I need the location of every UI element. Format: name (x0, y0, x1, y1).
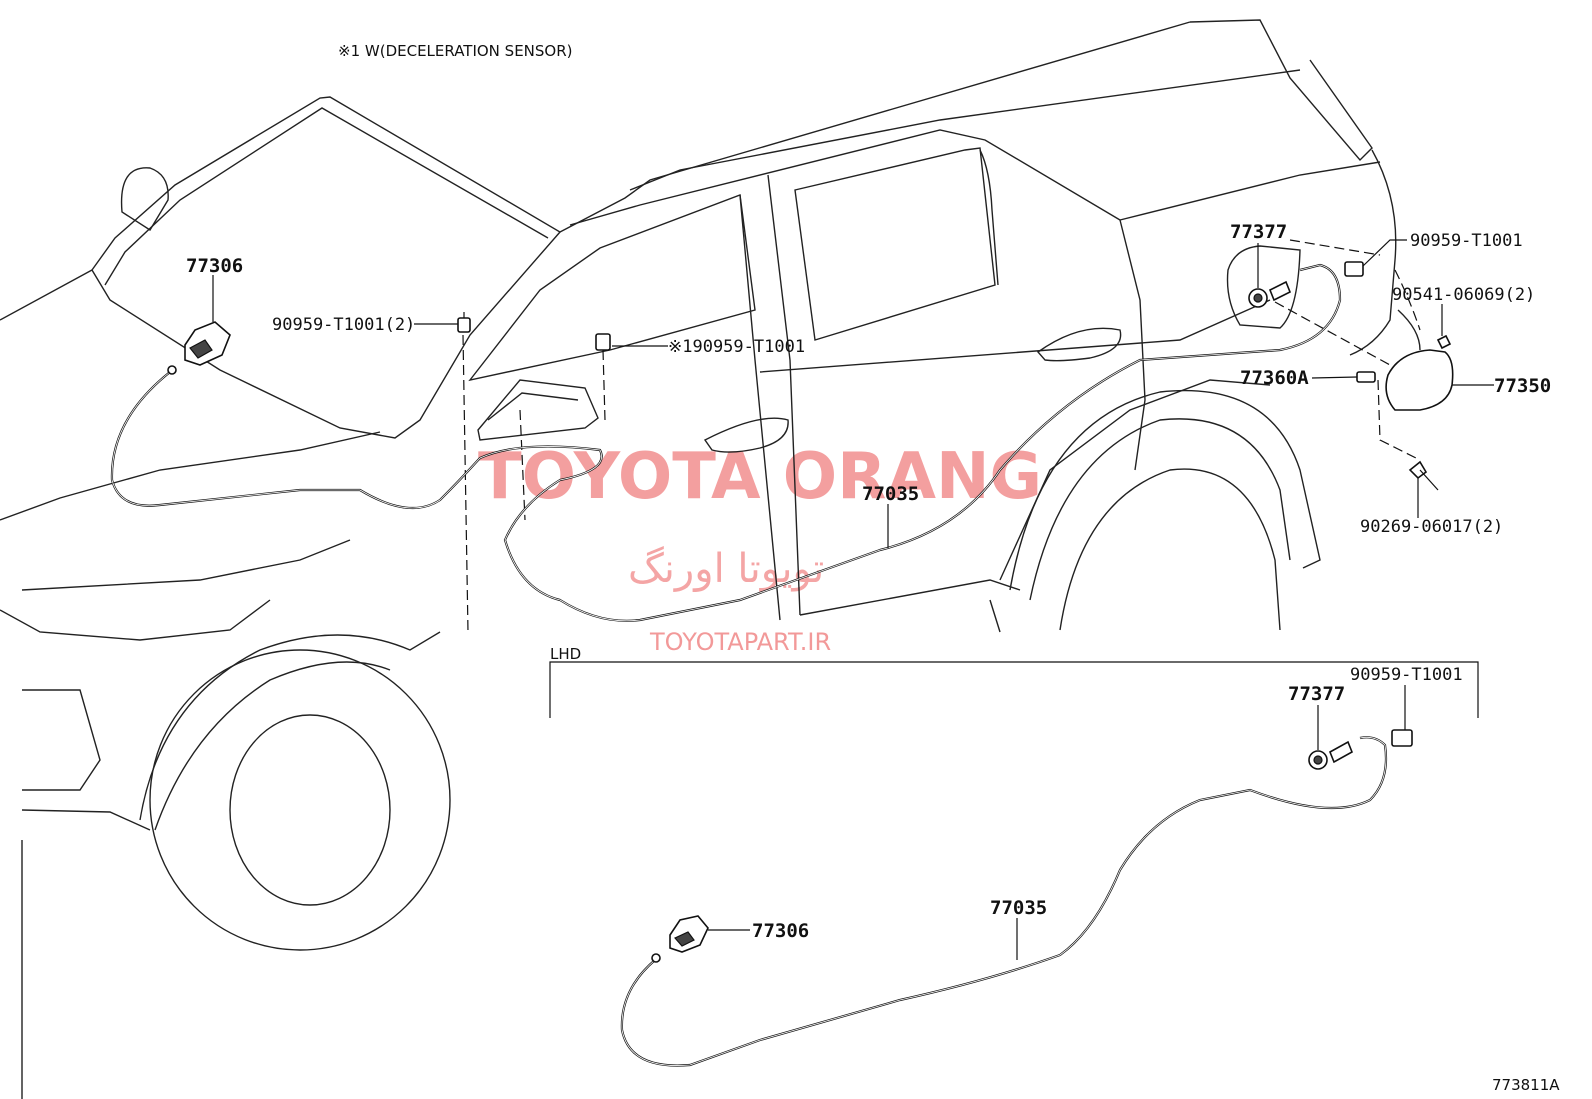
label-77306-lhd: 77306 (752, 920, 809, 942)
label-90959-t1001-lhd: 90959-T1001 (1350, 665, 1463, 685)
diagram-code: 773811A (1492, 1076, 1560, 1094)
part-clip-90959-lhd[interactable] (1391, 729, 1413, 747)
leader-lines-upper (212, 239, 1494, 548)
label-77360a: 77360A (1240, 367, 1309, 389)
section-label-lhd: LHD (550, 645, 581, 663)
watermark-persian: تویوتا اورنگ (628, 546, 824, 592)
part-77377-lhd[interactable] (1308, 740, 1354, 770)
leader-lines-lower (708, 685, 1406, 960)
part-77350-fuel-door[interactable] (1385, 349, 1454, 411)
label-77350: 77350 (1494, 375, 1551, 397)
label-77306-top: 77306 (186, 255, 243, 277)
part-77306-opener-upper[interactable] (167, 321, 231, 375)
watermark-brand: TOYOTA ORANG (478, 440, 1042, 514)
label-77377-top: 77377 (1230, 221, 1287, 243)
watermark-site: TOYOTAPART.IR (649, 628, 831, 656)
cable-77035-lhd (620, 736, 1388, 1067)
part-clip-90959-star[interactable] (595, 333, 611, 351)
label-77035-lhd: 77035 (990, 897, 1047, 919)
part-77360A-hinge[interactable] (1356, 371, 1376, 383)
label-90269-06017: 90269-06017(2) (1360, 517, 1503, 537)
label-77035-top: 77035 (862, 483, 919, 505)
cable-77035-upper (110, 263, 1342, 622)
part-clip-90959-right[interactable] (1344, 261, 1364, 277)
label-90541-06069: 90541-06069(2) (1392, 285, 1535, 305)
part-90269-screw[interactable] (1408, 460, 1439, 491)
part-90541-nut[interactable] (1436, 334, 1452, 350)
label-90959-t1001-2: 90959-T1001(2) (272, 315, 415, 335)
deceleration-sensor-note: ※1 W(DECELERATION SENSOR) (338, 42, 573, 60)
label-90959-t1001-star: ※190959-T1001 (668, 337, 805, 357)
part-clip-90959-left[interactable] (457, 312, 471, 333)
part-77377-upper[interactable] (1248, 280, 1292, 308)
label-90959-t1001-right: 90959-T1001 (1410, 231, 1523, 251)
part-77306-opener-lhd[interactable] (651, 915, 709, 963)
label-77377-lhd: 77377 (1288, 683, 1345, 705)
reference-lines (462, 239, 1421, 633)
lhd-bracket (549, 661, 1479, 718)
